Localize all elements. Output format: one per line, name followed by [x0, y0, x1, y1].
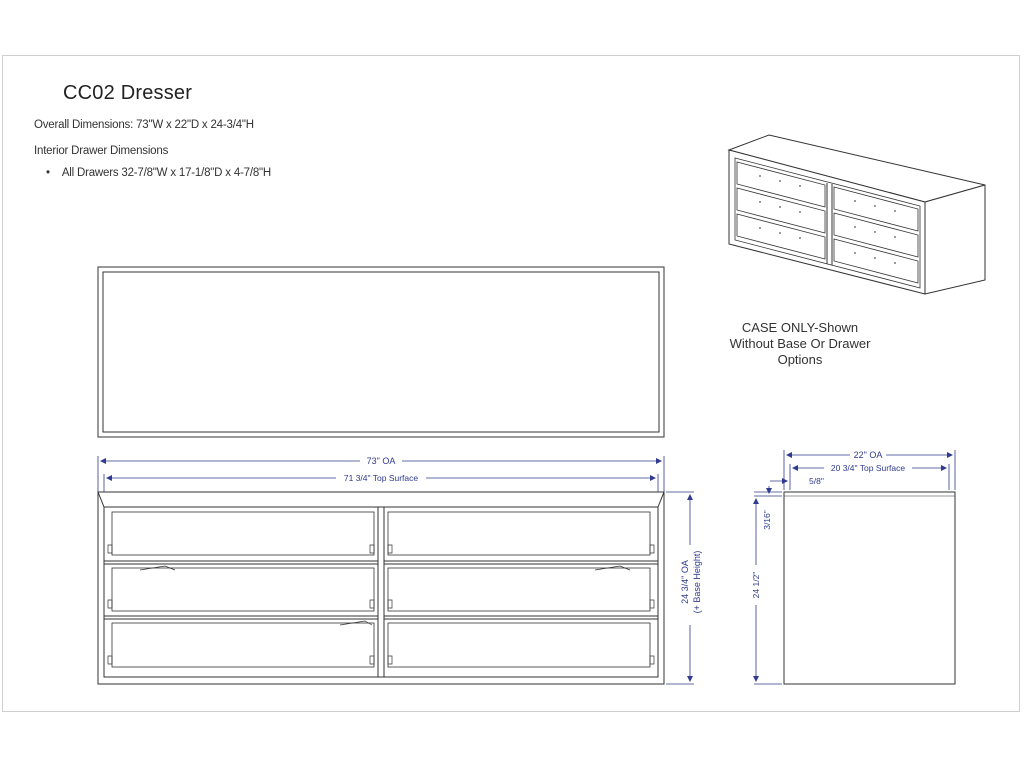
- case-note-line-2: Without Base Or Drawer: [729, 336, 871, 351]
- side-overhang-label: 5/8": [809, 476, 824, 486]
- front-height-label: 24 3/4" OA: [680, 560, 690, 604]
- side-height-label: 24 1/2": [751, 572, 761, 599]
- front-dimension-lines: [97, 456, 694, 685]
- drawing-title: CC02 Dresser: [63, 82, 193, 104]
- case-note-line-1: CASE ONLY-Shown: [741, 320, 859, 335]
- isometric-case-view: [727, 134, 986, 295]
- front-elevation-view: [97, 491, 665, 685]
- front-width-label: 73" OA: [367, 456, 396, 466]
- bullet-icon: •: [46, 167, 50, 179]
- drawer-bullet-text: All Drawers 32-7/8"W x 17-1/8"D x 4-7/8"…: [61, 167, 272, 179]
- case-note-line-3: Options: [777, 352, 823, 367]
- interior-heading: Interior Drawer Dimensions: [34, 145, 169, 157]
- front-top-surface-label: 71 3/4" Top Surface: [344, 473, 418, 483]
- front-height-note-label: (+ Base Height): [692, 551, 702, 614]
- side-depth-label: 22" OA: [854, 450, 883, 460]
- case-note: CASE ONLY-Shown Without Base Or Drawer O…: [715, 320, 885, 368]
- drawing-sheet: [2, 55, 1020, 712]
- top-plan-view: [97, 266, 665, 438]
- drawer-bullet-item: • All Drawers 32-7/8"W x 17-1/8"D x 4-7/…: [46, 167, 271, 179]
- side-elevation-view: [783, 491, 956, 685]
- side-top-thickness-label: 3/16": [762, 510, 772, 530]
- side-top-surface-label: 20 3/4" Top Surface: [831, 463, 905, 473]
- overall-dimensions: Overall Dimensions: 73"W x 22"D x 24-3/4…: [34, 119, 254, 131]
- front-dimension-labels: 73" OA 71 3/4" Top Surface 24 3/4" OA (+…: [336, 454, 713, 625]
- side-dimension-labels: 22" OA 20 3/4" Top Surface 5/8" 3/16" 24…: [750, 448, 912, 605]
